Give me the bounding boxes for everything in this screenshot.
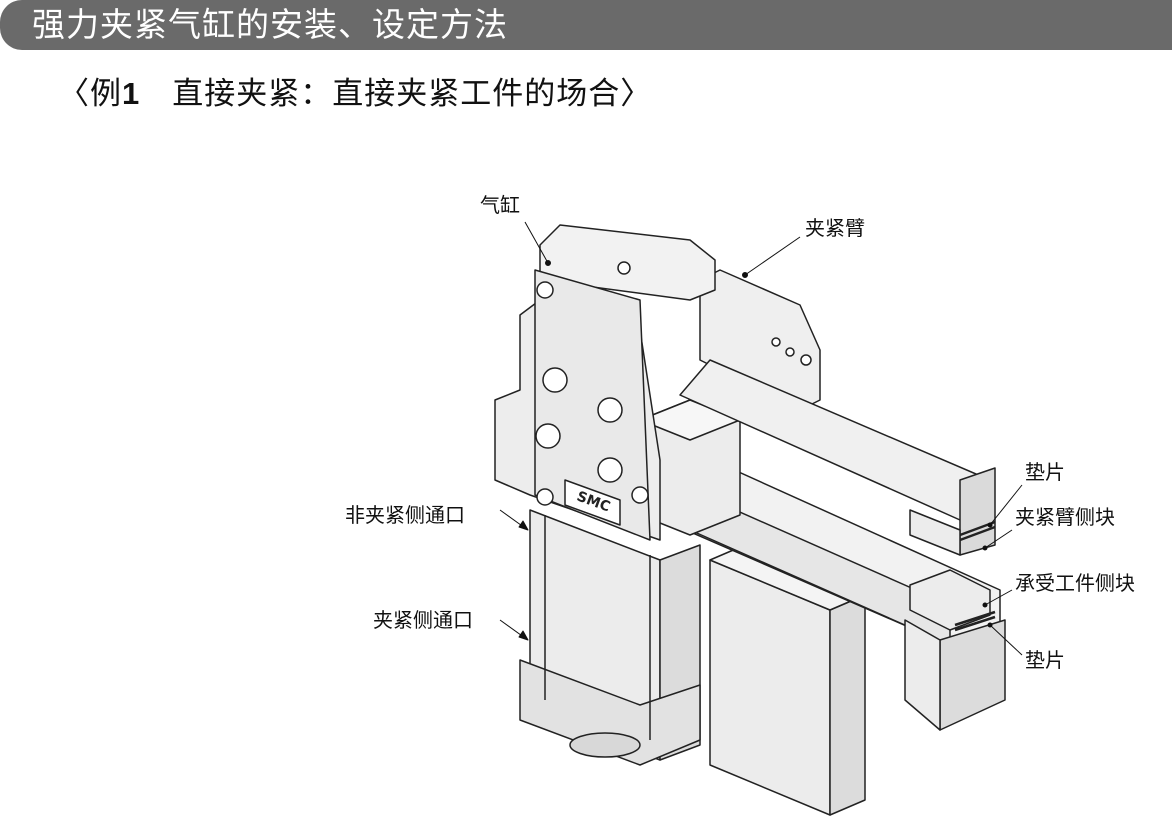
label-clamp-port: 夹紧侧通口 (373, 608, 473, 632)
example-text: 直接夹紧：直接夹紧工件的场合〉 (140, 76, 653, 112)
cylinder-body (519, 509, 701, 766)
label-cylinder: 气缸 (480, 193, 520, 217)
label-shim-top: 垫片 (1025, 460, 1065, 484)
section-header-bar: 强力夹紧气缸的安装、设定方法 (0, 0, 1172, 50)
label-arm-side-block: 夹紧臂侧块 (1015, 505, 1115, 529)
example-open: 〈例 (58, 76, 122, 112)
section-title: 强力夹紧气缸的安装、设定方法 (32, 5, 508, 44)
label-shim-bottom: 垫片 (1025, 648, 1065, 672)
mounting-post (709, 544, 866, 816)
leader-lines (499, 221, 1023, 656)
cylinder-head (494, 224, 716, 541)
example-number: 1 (122, 76, 141, 111)
clamp-arm (679, 269, 996, 556)
label-clamp-arm: 夹紧臂 (805, 216, 865, 240)
label-unclamp-port: 非夹紧侧通口 (345, 503, 465, 527)
example-heading: 〈例1 直接夹紧：直接夹紧工件的场合〉 (58, 74, 652, 114)
label-work-side-block: 承受工件侧块 (1015, 571, 1135, 595)
